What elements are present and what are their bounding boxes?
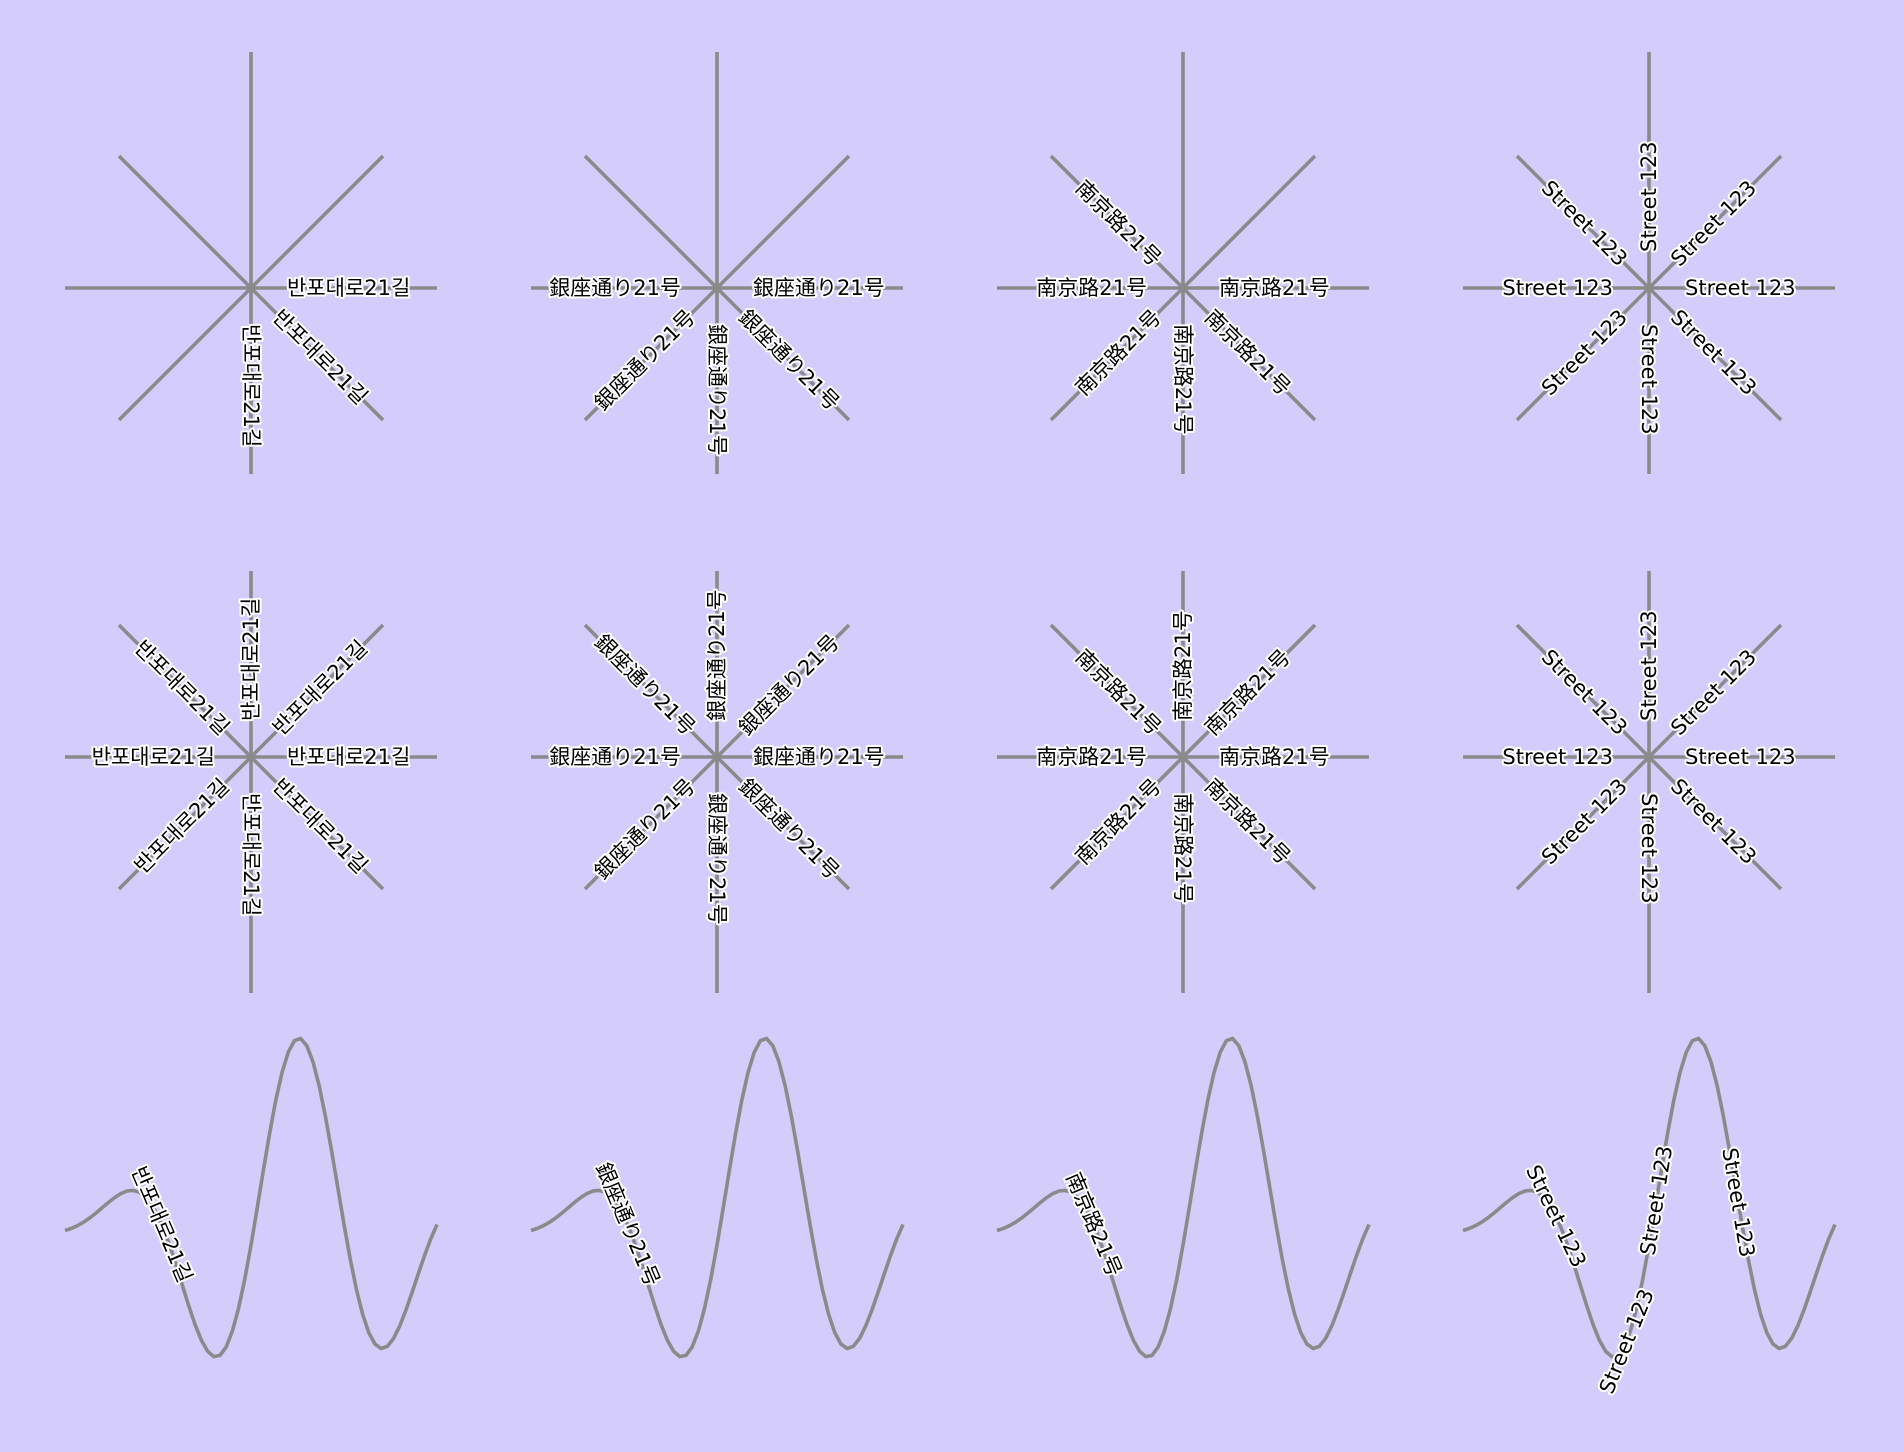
wave-line bbox=[530, 1036, 905, 1359]
wave-line bbox=[996, 1036, 1371, 1359]
street-label: 南京路21号 bbox=[1071, 645, 1166, 740]
street-label: Street 123 bbox=[1537, 645, 1632, 740]
wave-line bbox=[64, 1036, 439, 1359]
street-label: 銀座通り21号 bbox=[705, 324, 729, 456]
star-spoke-line bbox=[583, 154, 851, 422]
street-label: Street 123 bbox=[1637, 793, 1661, 904]
star-panel: 銀座通り21号銀座通り21号銀座通り21号銀座通り21号銀座通り21号銀座通り2… bbox=[531, 571, 903, 993]
street-label: Street 123 bbox=[1685, 276, 1796, 300]
star-spoke-line bbox=[1515, 154, 1783, 422]
street-label: 銀座通り21号 bbox=[753, 276, 885, 300]
street-label: 南京路21号 bbox=[1171, 793, 1195, 904]
street-label: Street 123 bbox=[1502, 745, 1613, 769]
street-label: 반포대로21길 bbox=[239, 598, 263, 721]
street-label: 南京路21号 bbox=[1036, 745, 1147, 769]
street-label: 南京路21号 bbox=[1036, 276, 1147, 300]
street-label: 南京路21号 bbox=[1200, 774, 1295, 869]
street-label: Street 123 bbox=[1502, 276, 1613, 300]
street-label: 南京路21号 bbox=[1071, 176, 1166, 271]
wave-panel: 南京路21号 bbox=[996, 1036, 1371, 1359]
street-label: Street 123 bbox=[1521, 1161, 1591, 1271]
street-label: 銀座通り21号 bbox=[590, 630, 700, 740]
street-label: 반포대로21길 bbox=[287, 745, 410, 769]
star-spoke-line bbox=[1049, 154, 1317, 422]
street-label: 반포대로21길 bbox=[130, 636, 234, 740]
star-panel: 南京路21号南京路21号南京路21号南京路21号南京路21号南京路21号 bbox=[997, 52, 1369, 474]
street-label: Street 123 bbox=[1666, 176, 1761, 271]
street-label: 南京路21号 bbox=[1171, 324, 1195, 435]
star-spoke-line bbox=[117, 154, 385, 422]
wave-panel: 반포대로21길 bbox=[64, 1036, 439, 1359]
street-label: 南京路21号 bbox=[1061, 1169, 1126, 1280]
street-label: Street 123 bbox=[1537, 176, 1632, 271]
street-label: 南京路21号 bbox=[1200, 645, 1295, 740]
street-label: 銀座通り21号 bbox=[591, 1159, 664, 1290]
street-label: 南京路21号 bbox=[1071, 305, 1166, 400]
street-label: 반포대로21길 bbox=[268, 774, 372, 878]
street-label: Street 123 bbox=[1595, 1286, 1659, 1397]
street-label: Street 123 bbox=[1685, 745, 1796, 769]
street-label: 銀座通り21号 bbox=[705, 793, 729, 925]
street-label: 銀座通り21号 bbox=[734, 630, 844, 740]
street-label: Street 123 bbox=[1636, 1144, 1678, 1257]
street-label: Street 123 bbox=[1666, 305, 1761, 400]
street-label: 南京路21号 bbox=[1171, 610, 1195, 721]
star-spoke-line bbox=[117, 623, 385, 891]
street-label: 반포대로21길 bbox=[287, 276, 410, 300]
street-label: 銀座通り21号 bbox=[590, 305, 700, 415]
street-label: 銀座通り21号 bbox=[734, 774, 844, 884]
wave-line bbox=[1462, 1036, 1837, 1359]
street-label: 南京路21号 bbox=[1219, 276, 1330, 300]
street-label: 南京路21号 bbox=[1219, 745, 1330, 769]
star-panel: 銀座通り21号銀座通り21号銀座通り21号銀座通り21号銀座通り21号 bbox=[531, 52, 903, 474]
wave-panel: 銀座通り21号 bbox=[530, 1036, 905, 1359]
street-label: Street 123 bbox=[1537, 774, 1632, 869]
street-label: Street 123 bbox=[1666, 774, 1761, 869]
street-label: 반포대로21길 bbox=[239, 324, 263, 447]
street-label: 반포대로21길 bbox=[268, 636, 372, 740]
street-label: Street 123 bbox=[1637, 141, 1661, 252]
star-spoke-line bbox=[583, 623, 851, 891]
street-label: 반포대로21길 bbox=[268, 305, 372, 409]
street-label: 銀座通り21号 bbox=[590, 774, 700, 884]
star-spoke-line bbox=[1049, 623, 1317, 891]
street-label: 銀座通り21号 bbox=[549, 745, 681, 769]
street-label: 銀座通り21号 bbox=[753, 745, 885, 769]
street-label: 南京路21号 bbox=[1071, 774, 1166, 869]
street-label: Street 123 bbox=[1637, 324, 1661, 435]
street-label: 銀座通り21号 bbox=[734, 305, 844, 415]
street-label: Street 123 bbox=[1637, 610, 1661, 721]
street-label: 반포대로21길 bbox=[130, 774, 234, 878]
street-label: Street 123 bbox=[1666, 645, 1761, 740]
star-panel: 南京路21号南京路21号南京路21号南京路21号南京路21号南京路21号南京路2… bbox=[997, 571, 1369, 993]
street-label: 銀座通り21号 bbox=[705, 589, 729, 721]
street-label: 銀座通り21号 bbox=[549, 276, 681, 300]
street-label: 반포대로21길 bbox=[127, 1163, 197, 1286]
street-label: 반포대로21길 bbox=[239, 793, 263, 916]
street-label: Street 123 bbox=[1537, 305, 1632, 400]
street-label: 南京路21号 bbox=[1200, 305, 1295, 400]
star-spoke-line bbox=[1515, 623, 1783, 891]
street-label: Street 123 bbox=[1717, 1146, 1759, 1259]
street-label: 반포대로21길 bbox=[92, 745, 215, 769]
